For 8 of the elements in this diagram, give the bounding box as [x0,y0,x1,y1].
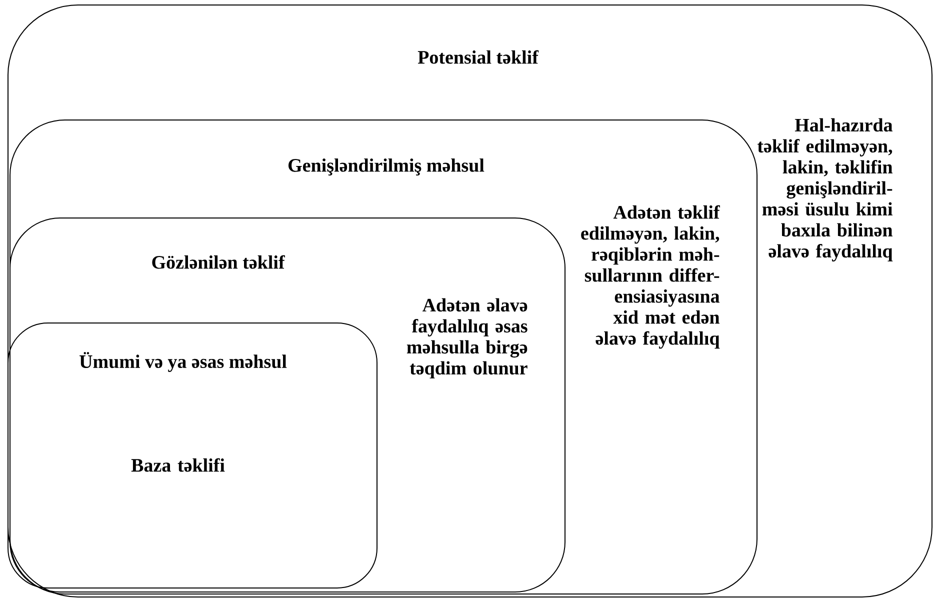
box-title: Potensial təklif [418,50,539,64]
box-text: Hal-hazırda təklif edilməyən, lakin, təklifin genişləndiril-məsi üsulu kimi baxıla bilinən əlavə faydalılıq [758,118,893,262]
box-title: Ümumi və ya əsas məhsul [80,352,287,372]
box-title: Genişləndirilmiş məhsul [288,158,484,176]
box-text: Baza təklifi [131,458,225,472]
box-text: Adətən əlavə faydalılıq əsas məhsulla birgə təqdim olunur [406,298,528,378]
box-title: Gözlənilən təklif [152,255,285,269]
box-text: Adətən təklif edilməyən, lakin, rəqiblərin məh-sullarının differ-ensiasiyasına xid mət edən əlavə faydalılıq [581,205,720,349]
